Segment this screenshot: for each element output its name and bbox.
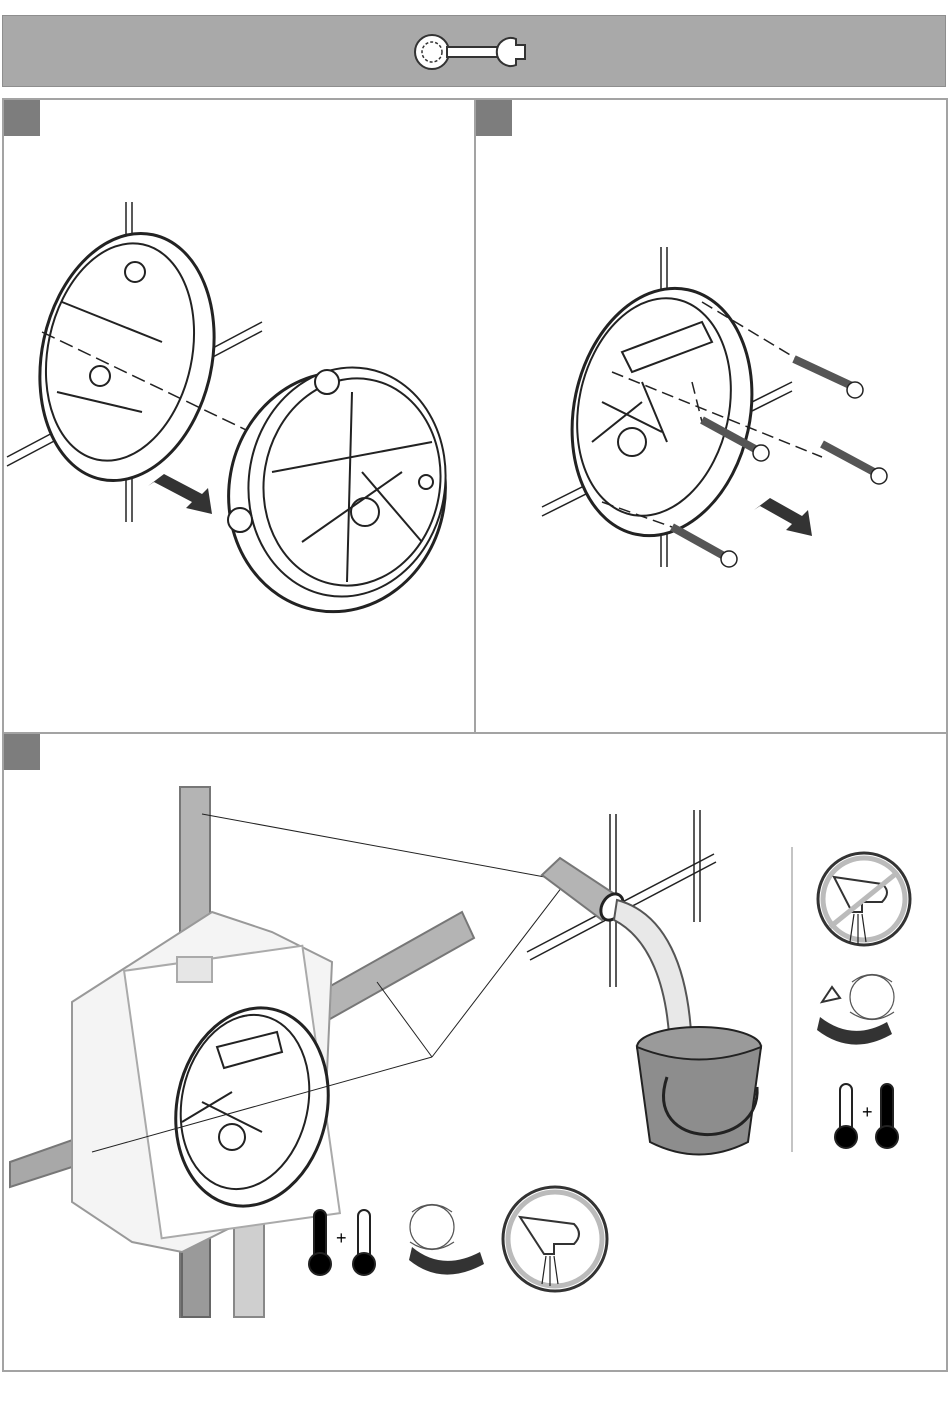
panel-step-1 xyxy=(2,98,476,734)
panel-step-2 xyxy=(474,98,948,734)
header-bar xyxy=(2,15,946,87)
plus-sign-bottom: + xyxy=(336,1228,347,1249)
plus-sign-right: + xyxy=(862,1102,873,1123)
panel-step-3: + + xyxy=(2,732,948,1372)
wrench-service-icon xyxy=(3,16,947,88)
cover-ring-illustration xyxy=(4,100,478,736)
ring-screws-illustration xyxy=(476,100,950,736)
pipe-flushing-illustration xyxy=(4,734,950,1374)
